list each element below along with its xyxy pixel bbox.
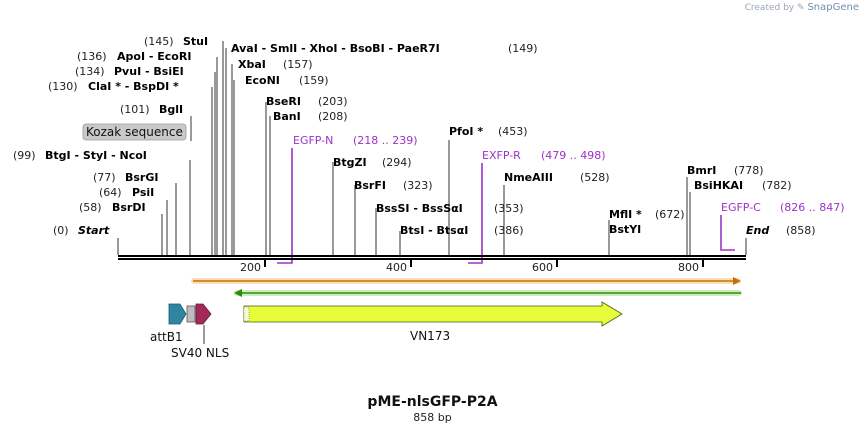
attb1-label: attB1: [150, 330, 183, 344]
enzyme-label: BtgZI: [333, 156, 367, 169]
primer-labels: EGFP-N (218 .. 239) EXFP-R (479 .. 498) …: [293, 134, 845, 214]
enzyme-pos: (149): [508, 42, 538, 55]
enzyme-label: BtsI - BtsαI: [400, 224, 468, 237]
attb1-feature: [168, 303, 187, 325]
enzyme-label: AvaI - SmlI - XhoI - BsoBI - PaeR7I: [231, 42, 440, 55]
enzyme-label: BtgI - StyI - NcoI: [45, 149, 147, 162]
enzyme-pos: (77): [93, 171, 116, 184]
enzyme-pos: (208): [318, 110, 348, 123]
snapgene-logo-icon: ✎: [797, 3, 805, 13]
end-pos: (858): [786, 224, 816, 237]
enzyme-pos: (672): [655, 208, 685, 221]
enzyme-label: EcoNI: [245, 74, 280, 87]
enzyme-pos: (323): [403, 179, 433, 192]
enzyme-pos: (453): [498, 125, 528, 138]
enzyme-label: XbaI: [238, 58, 266, 71]
enzyme-pos: (386): [494, 224, 524, 237]
enzyme-label: BsiHKAI: [694, 179, 743, 192]
ruler-labels: 200 400 600 800: [240, 261, 699, 274]
watermark-prefix: Created by: [744, 3, 795, 13]
enzyme-label: BmrI: [687, 164, 716, 177]
snapgene-watermark: Created by ✎ SnapGene: [745, 2, 859, 13]
enzyme-pos: (101): [120, 103, 150, 116]
sv40-nls-label: SV40 NLS: [171, 346, 229, 360]
enzyme-label: BglI: [159, 103, 183, 116]
plasmid-length: 858 bp: [413, 411, 452, 424]
start-pos: (0): [53, 224, 69, 237]
enzyme-label: BanI: [273, 110, 301, 123]
primer-markers: [277, 148, 735, 264]
ruler-label-400: 400: [386, 261, 407, 274]
enzyme-label: BsrDI: [112, 201, 146, 214]
sv40-nls-feature: [195, 303, 212, 325]
enzyme-pos: (353): [494, 202, 524, 215]
primer-name: EXFP-R: [482, 149, 521, 162]
kozak-label: Kozak sequence: [86, 125, 183, 139]
enzyme-label: PvuI - BsiEI: [114, 65, 184, 78]
watermark-brand: SnapGene: [807, 2, 859, 13]
end-text: End: [746, 224, 769, 237]
kozak-sequence-feature: Kozak sequence: [82, 123, 187, 141]
primer-range: (479 .. 498): [541, 149, 606, 162]
start-text: Start: [78, 224, 110, 237]
enzyme-label: PsiI: [132, 186, 154, 199]
enzyme-pos: (157): [283, 58, 313, 71]
ruler-label-200: 200: [240, 261, 261, 274]
enzyme-pos: (528): [580, 171, 610, 184]
start-label: (0) Start: [53, 224, 110, 237]
ruler-label-800: 800: [678, 261, 699, 274]
enzyme-pos: (203): [318, 95, 348, 108]
enzyme-label: BsrGI: [125, 171, 158, 184]
enzyme-pos: (58): [79, 201, 102, 214]
spacer-feature: [186, 305, 196, 323]
green-feature-arrow: [234, 289, 742, 297]
enzyme-pos: (778): [734, 164, 764, 177]
enzyme-labels: (58) BsrDI (64) PsiI (77) BsrGI (99) Btg…: [13, 35, 792, 237]
vn173-label: VN173: [410, 329, 450, 343]
enzyme-pos: (782): [762, 179, 792, 192]
ruler-label-600: 600: [532, 261, 553, 274]
sequence-backbone: [118, 255, 746, 260]
primer-range: (826 .. 847): [780, 201, 845, 214]
orange-feature-arrow: [191, 277, 741, 285]
enzyme-pos: (145): [144, 35, 174, 48]
enzyme-label: StuI: [183, 35, 208, 48]
enzyme-label: BstYI: [609, 223, 641, 236]
enzyme-label: MflI *: [609, 208, 642, 221]
enzyme-label: NmeAIII: [504, 171, 553, 184]
enzyme-label: BseRI: [266, 95, 301, 108]
enzyme-label: BssSI - BssSαI: [376, 202, 463, 215]
plasmid-name: pME-nlsGFP-P2A: [367, 394, 498, 410]
enzyme-label: BsrFI: [354, 179, 386, 192]
primer-name: EGFP-N: [293, 134, 333, 147]
enzyme-pos: (136): [77, 50, 107, 63]
vn173-feature: [243, 301, 623, 327]
end-label: End (858): [746, 224, 816, 237]
enzyme-pos: (134): [75, 65, 105, 78]
enzyme-pos: (99): [13, 149, 36, 162]
enzyme-pos: (130): [48, 80, 78, 93]
enzyme-cut-lines: [117, 41, 747, 255]
enzyme-label: ClaI * - BspDI *: [88, 80, 179, 93]
primer-range: (218 .. 239): [353, 134, 418, 147]
ruler-ticks: [264, 260, 704, 267]
enzyme-label: ApoI - EcoRI: [117, 50, 191, 63]
enzyme-label: PfoI *: [449, 125, 483, 138]
enzyme-pos: (64): [99, 186, 122, 199]
primer-name: EGFP-C: [721, 201, 761, 214]
enzyme-pos: (294): [382, 156, 412, 169]
enzyme-pos: (159): [299, 74, 329, 87]
